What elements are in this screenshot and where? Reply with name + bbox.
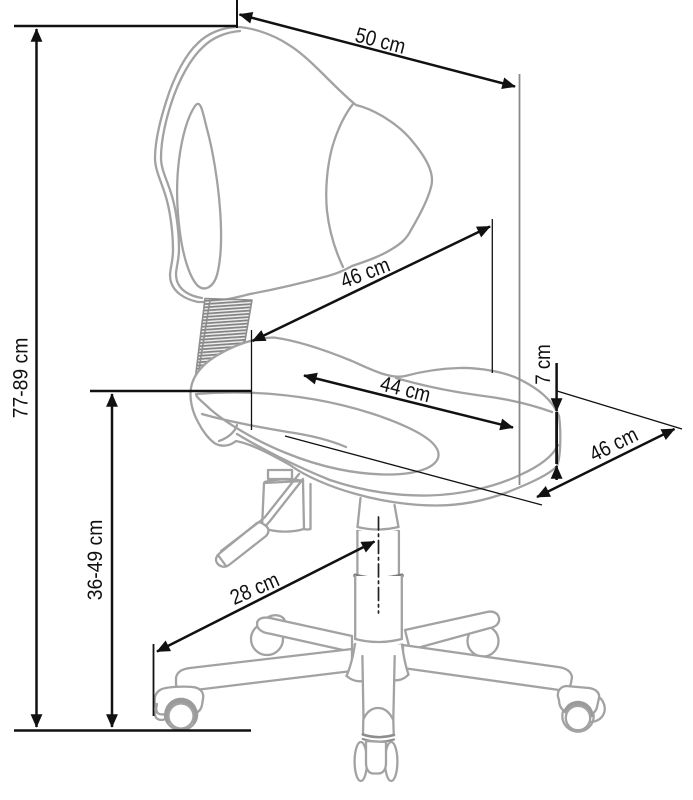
svg-text:7 cm: 7 cm — [532, 344, 555, 385]
svg-text:50 cm: 50 cm — [353, 24, 408, 59]
svg-text:36-49 cm: 36-49 cm — [83, 520, 107, 601]
svg-text:77-89 cm: 77-89 cm — [8, 338, 32, 419]
svg-text:28 cm: 28 cm — [227, 568, 283, 610]
